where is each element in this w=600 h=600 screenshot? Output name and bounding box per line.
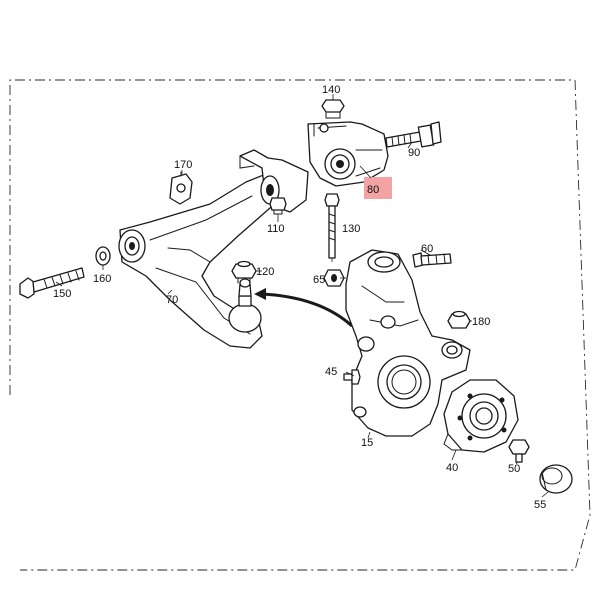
- part-50-bolt[interactable]: [508, 439, 530, 463]
- part-90-bolt[interactable]: [385, 121, 442, 148]
- part-15-steering-knuckle[interactable]: [345, 249, 471, 437]
- leader-lines: [55, 94, 549, 498]
- part-55-dust-cap[interactable]: [539, 464, 573, 494]
- part-70-lower-control-arm[interactable]: [118, 149, 309, 349]
- label-160: 160: [93, 273, 111, 285]
- label-110: 110: [267, 223, 285, 235]
- assembly-arrow: [254, 288, 354, 328]
- part-110-bolt[interactable]: [269, 197, 287, 215]
- part-labels: 140 170 80 90 110 130 160 150 70 120 60 …: [53, 84, 546, 511]
- label-80: 80: [367, 184, 379, 196]
- part-60-bolt[interactable]: [412, 252, 452, 268]
- part-65-nut[interactable]: [323, 269, 345, 287]
- part-180-nut[interactable]: [447, 310, 471, 329]
- part-40-wheel-hub[interactable]: [443, 379, 519, 453]
- part-45-bolt[interactable]: [343, 369, 361, 385]
- label-170: 170: [174, 159, 192, 171]
- label-150: 150: [53, 288, 71, 300]
- label-180: 180: [472, 316, 490, 328]
- part-170-bracket[interactable]: [169, 171, 193, 205]
- label-130: 130: [342, 223, 360, 235]
- part-130-bolt[interactable]: [324, 193, 340, 259]
- label-70: 70: [166, 294, 178, 306]
- label-120: 120: [256, 266, 274, 278]
- part-140-nut[interactable]: [321, 99, 345, 119]
- label-60: 60: [421, 243, 433, 255]
- label-55: 55: [534, 499, 546, 511]
- label-65: 65: [313, 274, 325, 286]
- label-45: 45: [325, 366, 337, 378]
- label-140: 140: [322, 84, 340, 96]
- label-40: 40: [446, 462, 458, 474]
- label-90: 90: [408, 147, 420, 159]
- part-120-nut[interactable]: [231, 260, 257, 284]
- part-80-highlight-box: [364, 177, 392, 199]
- part-150-bolt[interactable]: [19, 267, 85, 299]
- label-50: 50: [508, 463, 520, 475]
- label-15: 15: [361, 437, 373, 449]
- part-160-washer[interactable]: [95, 246, 111, 266]
- part-80-rear-bushing[interactable]: [307, 121, 389, 187]
- diagram-frame: [9, 79, 591, 571]
